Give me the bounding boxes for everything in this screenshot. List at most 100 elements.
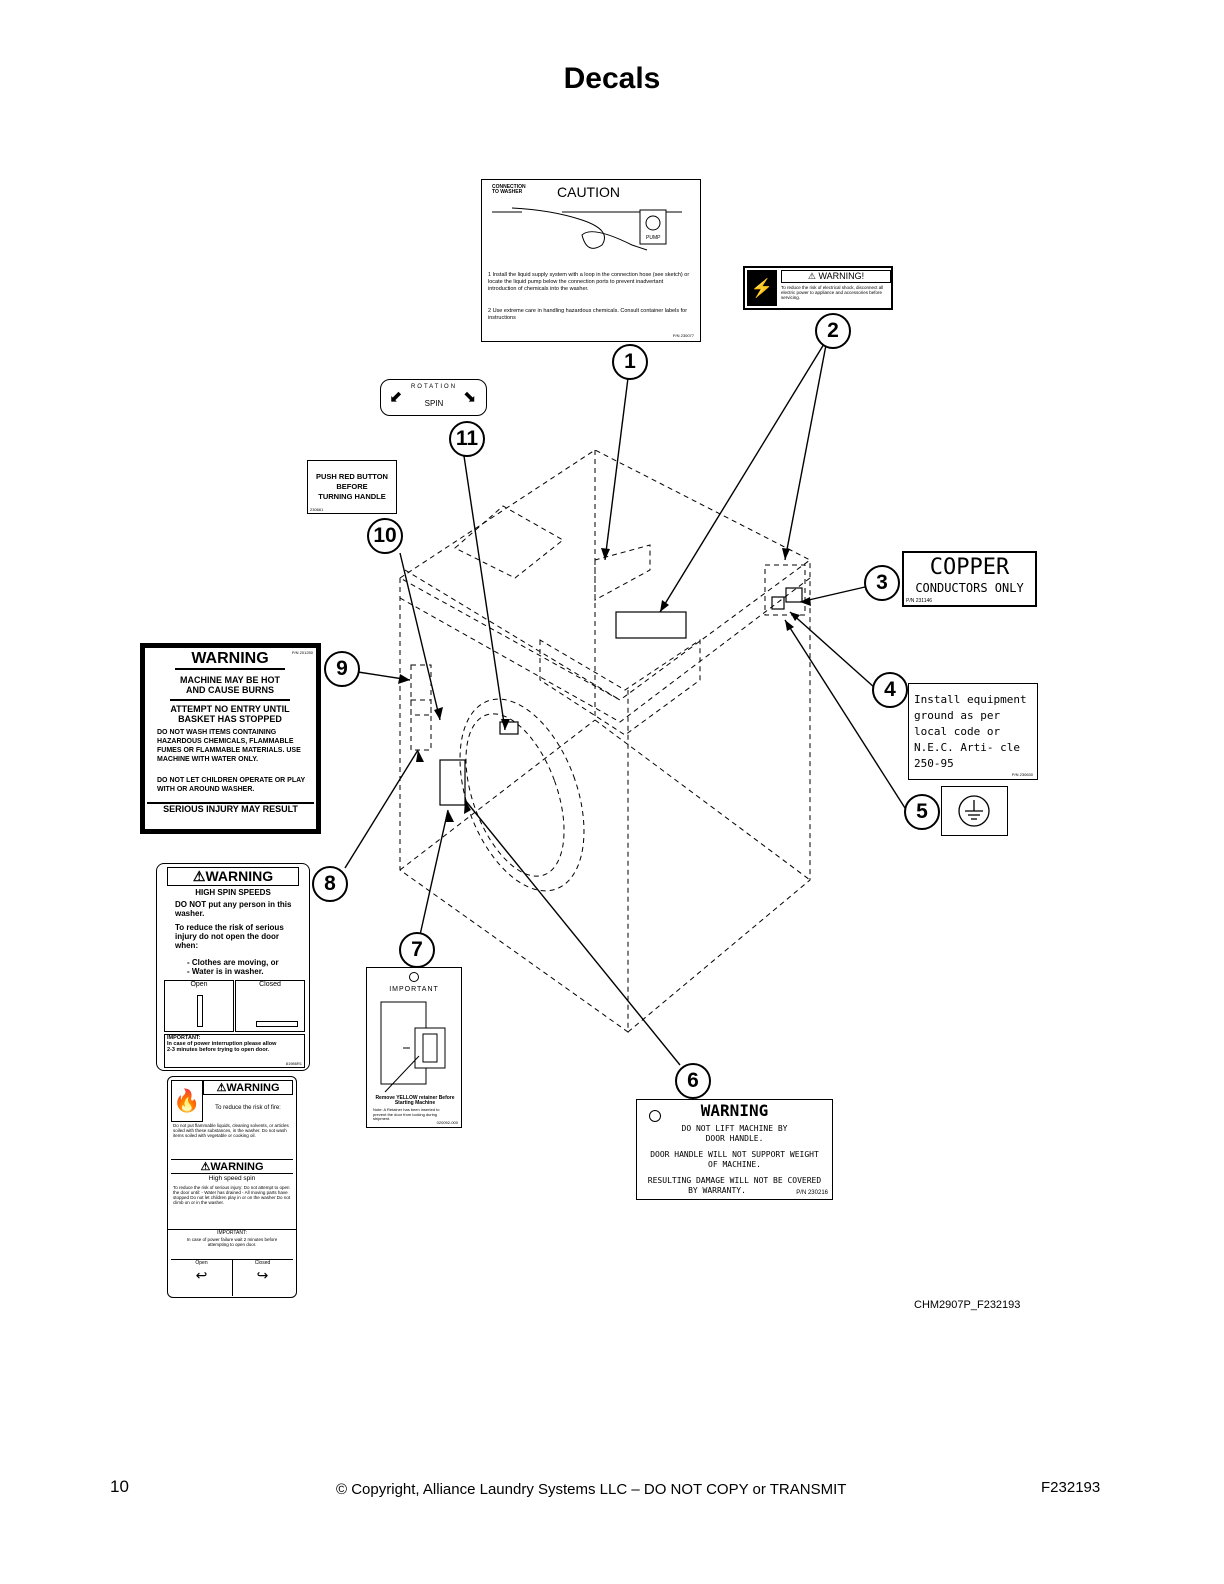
- rotation-label: ROTATION: [410, 384, 458, 390]
- caution-pn: P/N 230077: [672, 333, 694, 338]
- decal-10-push-red-button: PUSH RED BUTTON BEFORE TURNING HANDLE 23…: [307, 460, 397, 514]
- copper-line2: CONDUCTORS ONLY: [915, 581, 1024, 595]
- electrical-warning-heading-text: WARNING!: [818, 271, 865, 281]
- closed-panel: Closed: [235, 980, 305, 1032]
- door-warning-heading: WARNING: [700, 1101, 769, 1120]
- spin-warning-t2: To reduce the risk of serious injury do …: [175, 923, 284, 950]
- fire-warning-text: Do not put flammable liquids, cleaning s…: [173, 1123, 289, 1138]
- callout-11: 11: [449, 421, 485, 457]
- door-warning-pn: P/N 230216: [796, 1190, 828, 1196]
- caution-heading: CAUTION: [557, 184, 620, 200]
- fire-warning-heading-text: WARNING: [226, 1082, 280, 1094]
- push-l1: PUSH RED BUTTON: [316, 472, 388, 481]
- spin-warning-b2: - Water is in washer.: [187, 967, 264, 976]
- electrical-warning-text: To reduce the risk of electrical shock, …: [781, 285, 884, 300]
- page-number: 10: [110, 1477, 129, 1496]
- spin-warning-pn: 81986R1: [285, 1061, 302, 1066]
- fire-warning-heading: ⚠WARNING: [203, 1080, 293, 1095]
- callout-6: 6: [675, 1063, 711, 1099]
- push-pn: 230661: [310, 507, 324, 512]
- spin-important-box: IMPORTANT: In case of power interruption…: [164, 1034, 305, 1068]
- copper-line1: COPPER: [929, 555, 1010, 580]
- door-retainer-sketch: [380, 1001, 446, 1093]
- fire-icon: 🔥: [171, 1080, 203, 1122]
- rotation-right-arrow-icon: ⬊: [463, 389, 477, 406]
- decal-8b-fire-spin-warning: 🔥 ⚠WARNING To reduce the risk of fire: D…: [167, 1076, 297, 1298]
- callout-7: 7: [399, 932, 435, 968]
- open-panel: Open: [164, 980, 234, 1032]
- ground-text: Install equipment ground as per local co…: [914, 693, 1027, 770]
- ground-pn: P/N 230630: [1011, 772, 1033, 777]
- hot-warning-l2: ATTEMPT NO ENTRY UNTIL BASKET HAS STOPPE…: [170, 704, 290, 724]
- callout-2: 2: [815, 313, 851, 349]
- decal-11-rotation: ⬋ ROTATION SPIN ⬊: [380, 379, 487, 416]
- rotation-left-arrow-icon: ⬋: [389, 389, 403, 406]
- hot-divider: [170, 699, 290, 701]
- copper-pn: P/N 231146: [906, 598, 933, 604]
- door-warning-l2: DOOR HANDLE.: [705, 1134, 764, 1143]
- retainer-remove: Remove YELLOW retainer Before Starting M…: [375, 1095, 455, 1106]
- callout-4: 4: [872, 672, 908, 708]
- callout-8: 8: [312, 866, 348, 902]
- push-l3: TURNING HANDLE: [318, 492, 386, 501]
- handle-closed-icon: ↪: [256, 1267, 269, 1283]
- leader-arrowheads: [398, 548, 811, 822]
- fire-warning-sub: To reduce the risk of fire:: [215, 1105, 281, 1111]
- callout-5: 5: [904, 794, 940, 830]
- decal-3-copper: COPPER CONDUCTORS ONLY P/N 231146: [902, 551, 1037, 607]
- door-warning-l5: RESULTING DAMAGE WILL NOT BE COVERED: [647, 1176, 822, 1185]
- hot-warning-l4: DO NOT LET CHILDREN OPERATE OR PLAY WITH…: [157, 777, 306, 793]
- hot-warning-l5: SERIOUS INJURY MAY RESULT: [147, 802, 314, 814]
- spin-warning-heading-text: WARNING: [205, 868, 274, 884]
- door-warning-l1: DO NOT LIFT MACHINE BY: [681, 1124, 788, 1133]
- door-warning-l3: DOOR HANDLE WILL NOT SUPPORT WEIGHT: [650, 1150, 819, 1159]
- spin-warning-heading: ⚠WARNING: [167, 867, 299, 886]
- page-title: Decals: [563, 62, 661, 95]
- spin2-closed-panel: Closed ↪: [232, 1259, 293, 1296]
- hole-icon: [649, 1110, 661, 1122]
- figure-id: CHM2907P_F232193: [914, 1299, 1021, 1311]
- spin2-text: To reduce the risk of serious injury: Do…: [173, 1185, 291, 1205]
- decal-2-electrical-warning: ⚡ ⚠ WARNING! To reduce the risk of elect…: [743, 266, 893, 310]
- hole-icon: [409, 972, 419, 982]
- spin-warning-b1: - Clothes are moving, or: [187, 958, 279, 967]
- shock-icon: ⚡: [747, 270, 777, 306]
- closed-label: Closed: [259, 981, 281, 988]
- spin-warning-t1: DO NOT put any person in this washer.: [175, 900, 292, 918]
- callout-10: 10: [367, 518, 403, 554]
- decal-placements: [439, 587, 803, 806]
- handle-open-icon: ↩: [195, 1267, 208, 1283]
- decal-1-caution: CONNECTION TO WASHER CAUTION PUMP 1 Inst…: [481, 179, 701, 342]
- retainer-heading: IMPORTANT: [389, 986, 439, 993]
- decal-9-hot-warning: WARNING P/N 201250 MACHINE MAY BE HOT AN…: [140, 643, 321, 834]
- caution-item-2: 2 Use extreme care in handling hazardous…: [488, 308, 688, 321]
- spin2-warning-heading: ⚠WARNING: [171, 1159, 293, 1174]
- spin2-sub: High speed spin: [208, 1175, 256, 1182]
- spin2-open-panel: Open ↩: [171, 1259, 233, 1296]
- spin2-closed-label: Closed: [254, 1260, 271, 1266]
- spin2-important-text: In case of power failure wait 2 minutes …: [186, 1237, 278, 1247]
- handle-closed-icon: [256, 1021, 298, 1027]
- decal-6-door-handle-warning: WARNING DO NOT LIFT MACHINE BY DOOR HAND…: [636, 1099, 833, 1200]
- hot-warning-l1: MACHINE MAY BE HOT AND CAUSE BURNS: [180, 675, 281, 695]
- handle-open-icon: [197, 995, 203, 1027]
- decal-8-high-spin-warning: ⚠WARNING HIGH SPIN SPEEDS DO NOT put any…: [156, 863, 310, 1071]
- ground-icon: [958, 795, 990, 827]
- copyright-notice: © Copyright, Alliance Laundry Systems LL…: [336, 1481, 847, 1498]
- spin2-open-label: Open: [195, 1260, 208, 1266]
- caution-item-1: 1 Install the liquid supply system with …: [488, 272, 690, 292]
- push-l2: BEFORE: [336, 482, 368, 491]
- hose-loop-sketch: [492, 207, 682, 251]
- door-warning-l6: BY WARRANTY.: [688, 1186, 746, 1195]
- callout-9: 9: [324, 651, 360, 687]
- washer-cabinet: [399, 449, 811, 1033]
- decal-7-retainer: IMPORTANT Remove YELLOW retainer Before …: [366, 967, 462, 1128]
- spin-label: SPIN: [424, 399, 444, 408]
- decal-4-ground-instructions: Install equipment ground as per local co…: [908, 683, 1038, 780]
- spin2-warning-heading-text: WARNING: [210, 1161, 264, 1173]
- open-label: Open: [190, 981, 208, 988]
- callout-1: 1: [612, 344, 648, 380]
- spin-important-text: In case of power interruption please all…: [167, 1041, 277, 1053]
- leader-lines: [344, 343, 906, 1066]
